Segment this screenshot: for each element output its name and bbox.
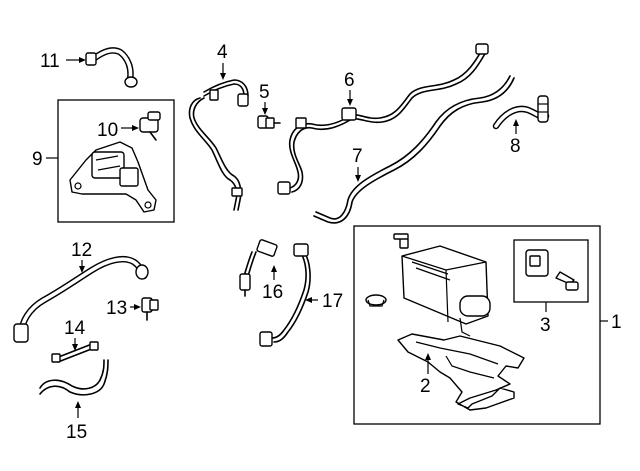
callout-11: 11 bbox=[40, 51, 60, 72]
leader-4 bbox=[220, 63, 226, 80]
leader-7 bbox=[355, 167, 361, 182]
part-14-tube[interactable] bbox=[51, 341, 99, 363]
part-13-valve[interactable] bbox=[141, 297, 159, 321]
callout-4: 4 bbox=[217, 42, 228, 63]
callout-8: 8 bbox=[510, 136, 521, 157]
leader-14 bbox=[72, 338, 78, 351]
leader-5 bbox=[262, 102, 268, 115]
callout-13: 13 bbox=[106, 298, 127, 319]
leader-15 bbox=[75, 401, 81, 418]
callout-7: 7 bbox=[352, 146, 363, 167]
part-3-valve[interactable] bbox=[525, 249, 579, 291]
part-15-tube[interactable] bbox=[39, 359, 109, 396]
part-7-purge-tube[interactable] bbox=[313, 75, 515, 224]
callout-16: 16 bbox=[262, 282, 283, 303]
callout-5: 5 bbox=[259, 82, 270, 103]
part-10-sensor[interactable] bbox=[139, 111, 161, 141]
part-5-valve[interactable] bbox=[257, 115, 281, 129]
leader-8 bbox=[513, 119, 519, 134]
part-9-bracket[interactable] bbox=[69, 141, 157, 213]
part-8-hose[interactable] bbox=[492, 95, 550, 130]
part-11-hose[interactable] bbox=[85, 47, 138, 88]
callout-12: 12 bbox=[71, 240, 92, 261]
callout-17: 17 bbox=[322, 291, 343, 312]
part-17-sensor[interactable] bbox=[259, 243, 311, 347]
leader-11 bbox=[66, 57, 86, 63]
leader-6 bbox=[347, 90, 353, 106]
callout-15: 15 bbox=[66, 422, 87, 443]
callout-14: 14 bbox=[64, 318, 86, 339]
part-12-hose[interactable] bbox=[13, 256, 149, 343]
part-4-vapor-line[interactable] bbox=[188, 79, 249, 211]
part-16-sensor[interactable] bbox=[239, 239, 278, 297]
leader-17 bbox=[305, 297, 318, 303]
callout-6: 6 bbox=[344, 70, 355, 91]
callout-3: 3 bbox=[540, 315, 551, 336]
part-6-vapor-tube[interactable] bbox=[277, 43, 489, 195]
part-3-box bbox=[513, 239, 589, 303]
part-1-canister[interactable] bbox=[365, 233, 491, 337]
leader-2 bbox=[425, 353, 431, 374]
leader-10 bbox=[121, 125, 139, 131]
callout-9: 9 bbox=[32, 149, 43, 170]
leader-13 bbox=[130, 304, 141, 310]
leader-12 bbox=[79, 260, 85, 273]
part-2-shield[interactable] bbox=[397, 333, 525, 411]
callout-2: 2 bbox=[420, 376, 431, 397]
callout-10: 10 bbox=[97, 120, 118, 141]
leader-16 bbox=[271, 265, 277, 280]
callout-1: 1 bbox=[611, 312, 622, 333]
